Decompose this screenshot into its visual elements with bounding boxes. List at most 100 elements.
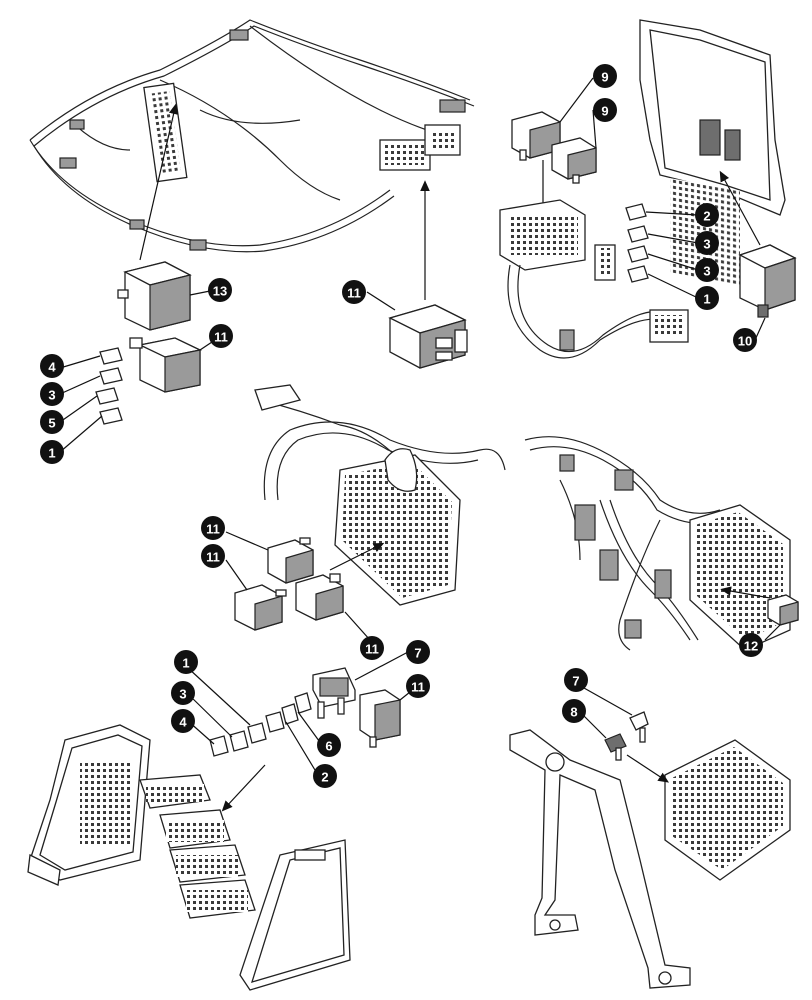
callout-circle	[360, 636, 384, 660]
fuse-8-right	[604, 733, 627, 761]
mini-fuses-bottom	[209, 692, 312, 757]
callout-label: 1	[182, 656, 189, 671]
callout-circle	[313, 764, 337, 788]
callout-label: 1	[703, 292, 710, 307]
callout-c11b: 11	[342, 280, 366, 304]
callout-circle	[317, 733, 341, 757]
callout-label: 9	[601, 104, 608, 119]
callout-label: 3	[179, 687, 186, 702]
callout-c10: 10	[733, 328, 757, 352]
callout-c1c: 1	[174, 650, 198, 674]
relay-13	[117, 261, 192, 331]
callout-c2b: 2	[313, 764, 337, 788]
relay-11-mid-a	[267, 537, 314, 584]
callout-label: 7	[572, 674, 579, 689]
callout-label: 11	[347, 286, 361, 301]
callout-circle	[40, 410, 64, 434]
callout-circle	[208, 278, 232, 302]
callout-label: 2	[321, 770, 328, 785]
callout-label: 8	[570, 705, 577, 720]
callout-label: 11	[411, 680, 425, 695]
roof-harness-assembly	[28, 17, 475, 253]
callout-c7b: 7	[564, 668, 588, 692]
fuse-box-cover	[239, 839, 351, 991]
callout-label: 9	[601, 70, 608, 85]
callout-label: 1	[48, 446, 55, 461]
callout-circle	[695, 203, 719, 227]
callout-c11f: 11	[406, 674, 430, 698]
callout-c8: 8	[562, 699, 586, 723]
callout-c5: 5	[40, 410, 64, 434]
callout-circle	[40, 440, 64, 464]
maxi-fuse-7-right	[629, 711, 649, 743]
callout-circle	[406, 640, 430, 664]
callout-c7a: 7	[406, 640, 430, 664]
callout-c3a: 3	[40, 382, 64, 406]
fuse-block-harness	[499, 199, 689, 361]
callout-circle	[40, 354, 64, 378]
engine-harness-assembly	[524, 434, 791, 651]
callout-c6: 6	[317, 733, 341, 757]
relay-11-top-center	[388, 304, 468, 369]
mini-fuses-right	[625, 203, 649, 283]
callout-label: 11	[365, 642, 379, 657]
callout-c11d: 11	[201, 544, 225, 568]
mounting-bracket	[509, 729, 691, 989]
callout-c13: 13	[208, 278, 232, 302]
relay-12	[767, 594, 799, 626]
callout-circle	[201, 516, 225, 540]
relay-11-left	[129, 337, 203, 393]
callout-label: 3	[48, 388, 55, 403]
callout-circle	[171, 681, 195, 705]
callout-circle	[406, 674, 430, 698]
callout-circle	[40, 382, 64, 406]
relay-11-bottom	[359, 689, 401, 748]
callout-c11a: 11	[209, 324, 233, 348]
callout-circle	[562, 699, 586, 723]
fuse-panel-housing	[639, 19, 786, 286]
maxi-fuse-7-bottom	[312, 667, 356, 719]
cab-fuse-box-frame	[27, 724, 151, 886]
callout-c1a: 1	[40, 440, 64, 464]
callout-label: 6	[325, 739, 332, 754]
callout-circle	[174, 650, 198, 674]
callout-c3b: 3	[695, 231, 719, 255]
callout-label: 3	[703, 237, 710, 252]
callout-circle	[593, 64, 617, 88]
relay-11-mid-c	[295, 573, 344, 621]
callout-label: 5	[48, 416, 55, 431]
callout-circle	[201, 544, 225, 568]
relay-10	[738, 244, 797, 318]
callout-label: 4	[179, 715, 187, 730]
mini-fuses-left	[95, 347, 123, 425]
callout-c9b: 9	[593, 98, 617, 122]
callout-c3c: 3	[695, 258, 719, 282]
callout-circle	[695, 286, 719, 310]
callout-c4a: 4	[40, 354, 64, 378]
callout-c4b: 4	[171, 709, 195, 733]
relay-11-mid-b	[234, 584, 287, 631]
callout-c11e: 11	[360, 636, 384, 660]
callout-label: 2	[703, 209, 710, 224]
callout-circle	[209, 324, 233, 348]
cab-fuse-box-right	[664, 739, 791, 881]
callout-label: 7	[414, 646, 421, 661]
callout-label: 12	[744, 639, 758, 654]
callout-label: 10	[738, 334, 752, 349]
callout-circle	[171, 709, 195, 733]
callout-circle	[342, 280, 366, 304]
callout-c1b: 1	[695, 286, 719, 310]
callout-label: 3	[703, 264, 710, 279]
fuse-holder-blocks	[139, 774, 256, 919]
callout-label: 4	[48, 360, 56, 375]
callout-label: 11	[214, 330, 228, 345]
callout-circle	[733, 328, 757, 352]
callout-label: 13	[213, 284, 227, 299]
callout-circle	[593, 98, 617, 122]
central-fuse-box-harness	[254, 384, 508, 606]
callout-c9a: 9	[593, 64, 617, 88]
callout-circle	[695, 258, 719, 282]
callout-c3d: 3	[171, 681, 195, 705]
callout-circle	[739, 633, 763, 657]
